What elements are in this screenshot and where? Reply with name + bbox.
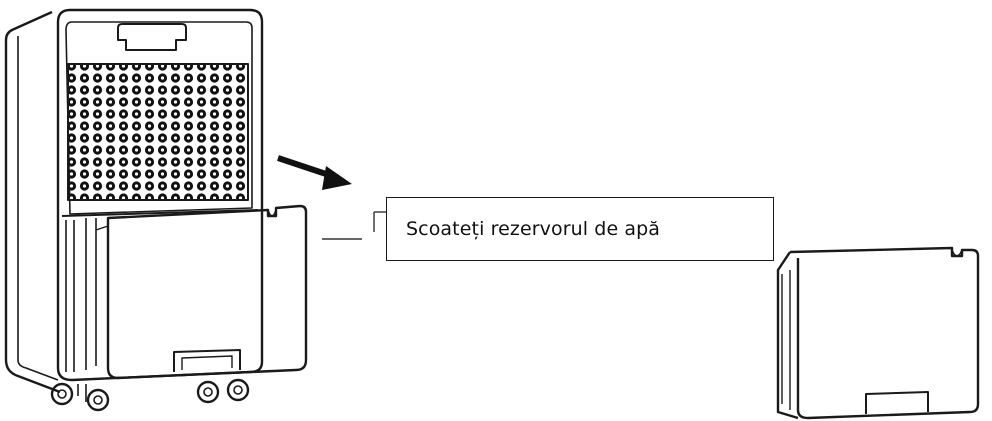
water-tank-icon (776, 246, 980, 420)
dehumidifier-icon (4, 8, 308, 412)
callout-label-box: Scoateți rezervorul de apă (386, 197, 774, 261)
callout-text: Scoateți rezervorul de apă (406, 218, 661, 240)
callout-leader (322, 211, 386, 240)
arrow-right-down-icon (277, 155, 352, 190)
